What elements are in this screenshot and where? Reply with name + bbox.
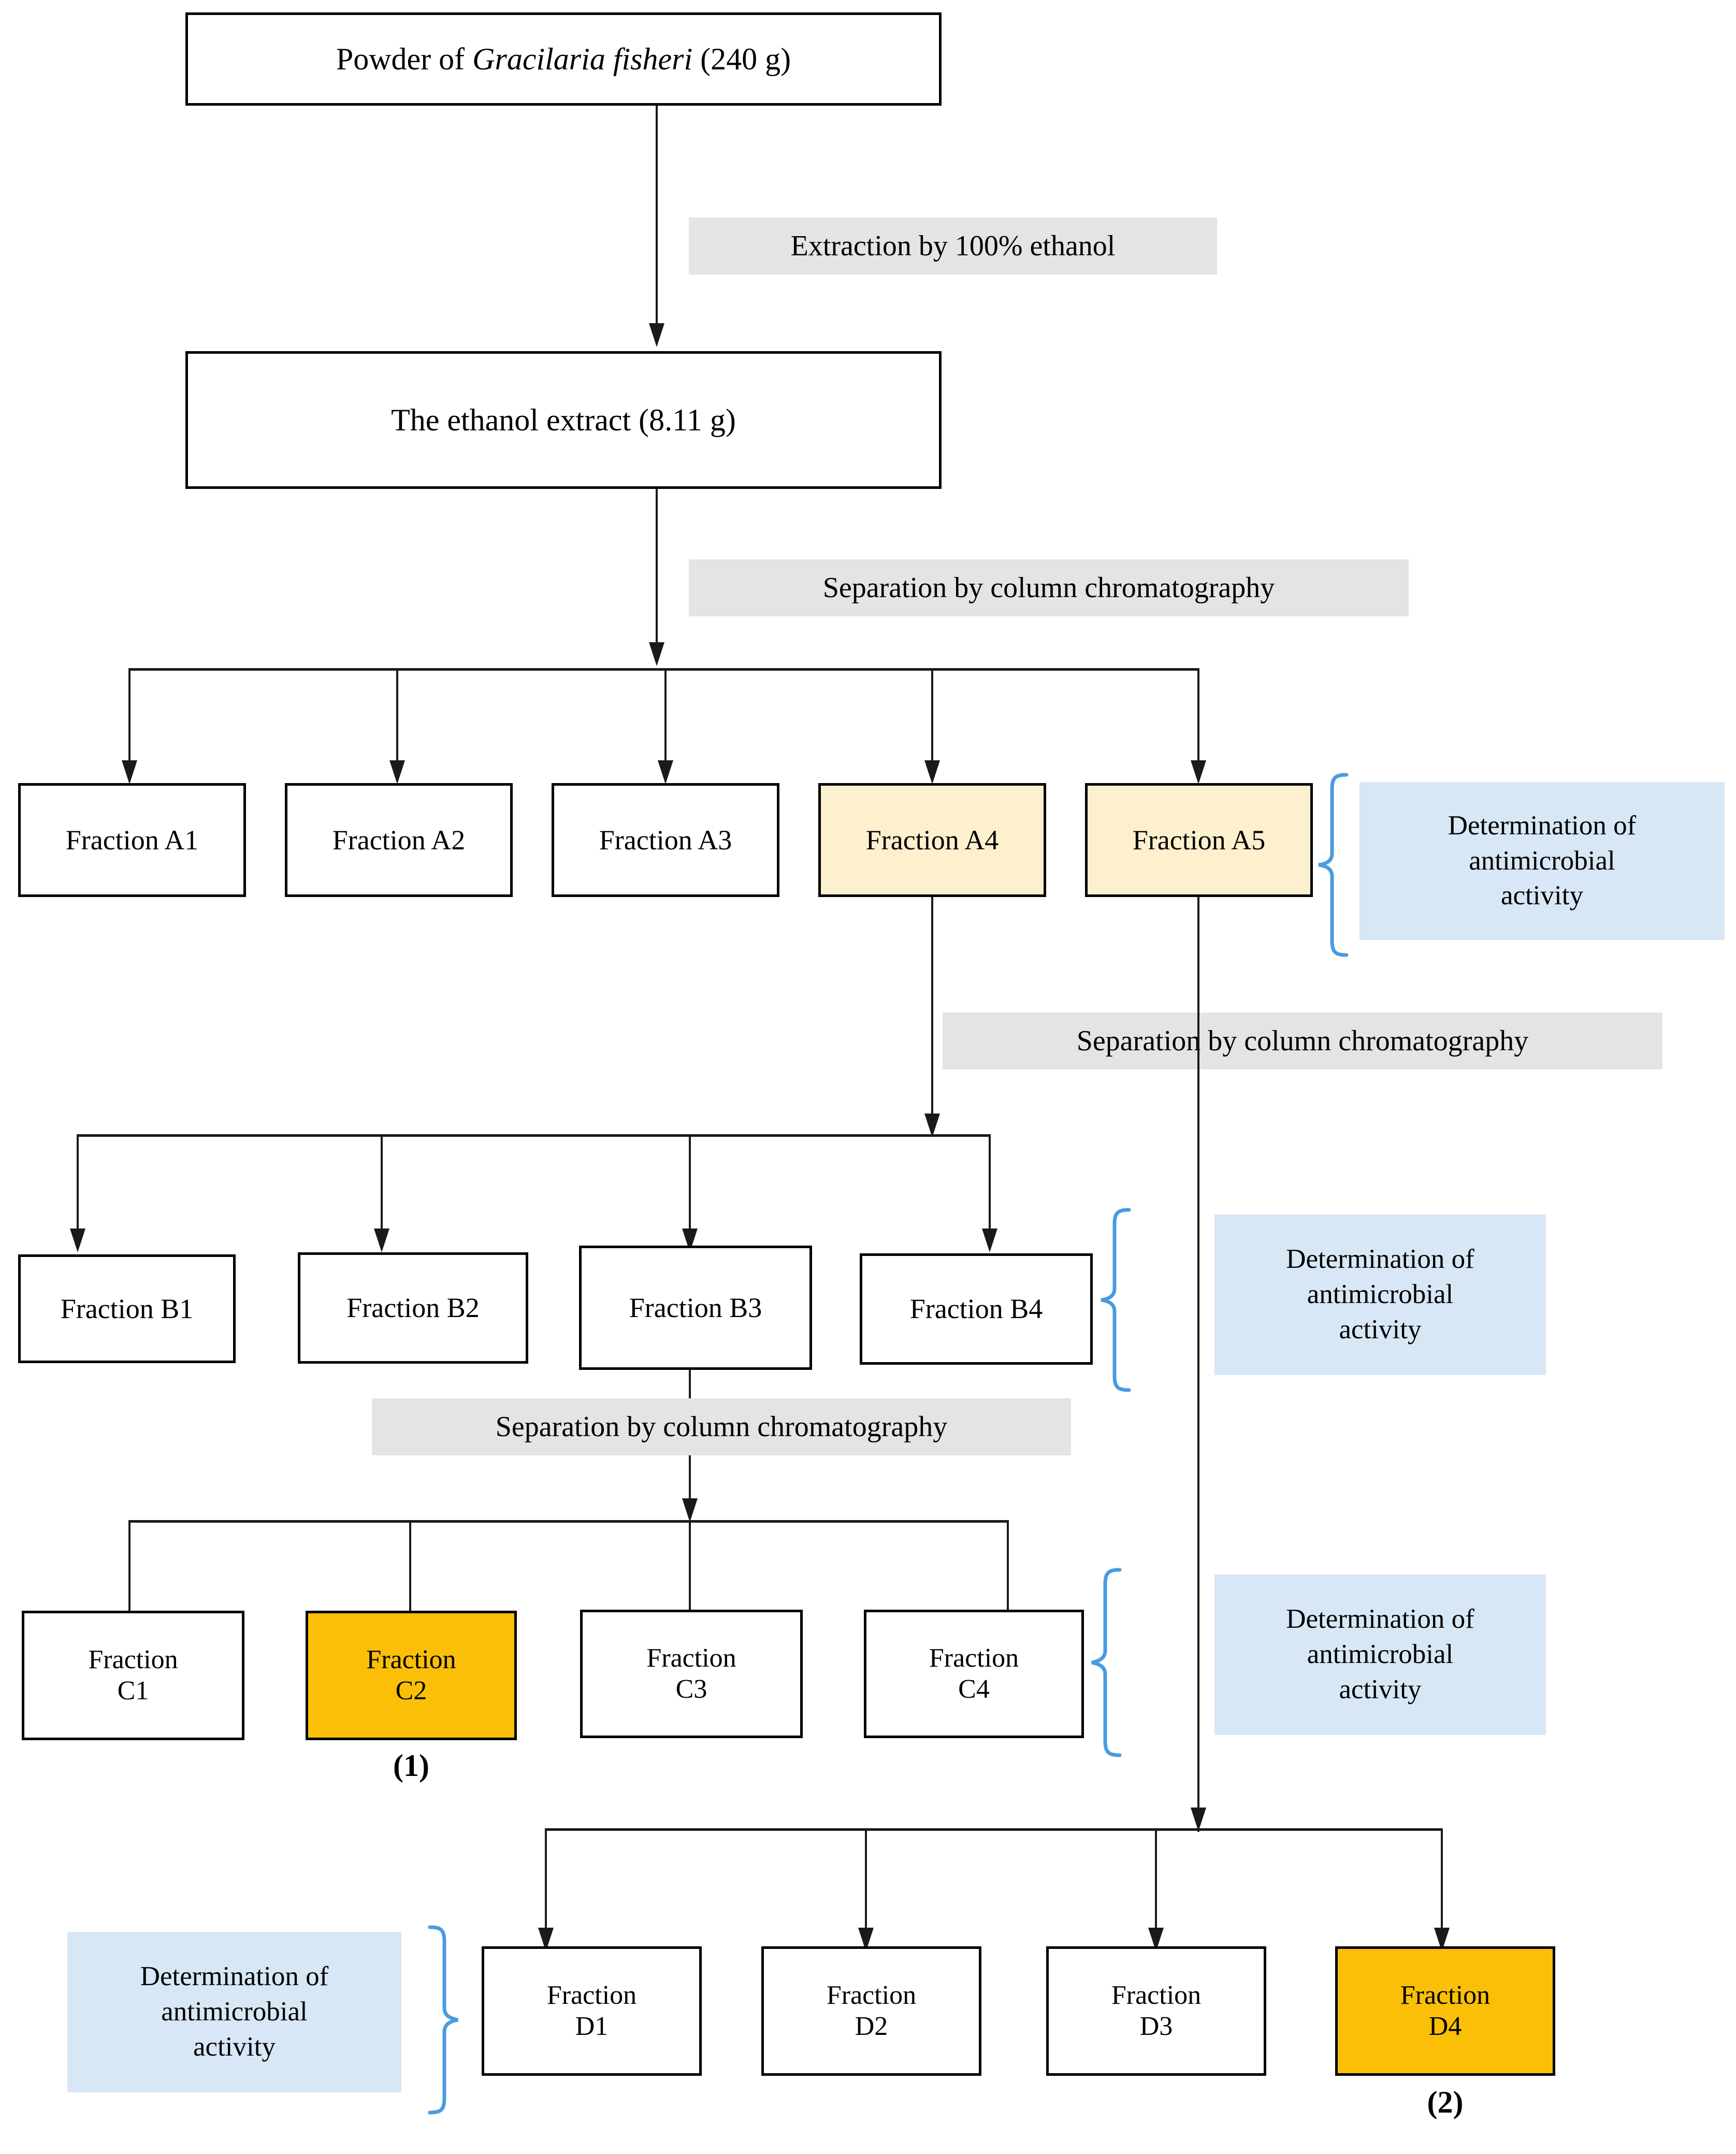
compound-caption-1: (1) <box>393 1748 429 1783</box>
branch-drop-c4 <box>1007 1520 1009 1631</box>
node-fraction-c1: Fraction C1 <box>22 1611 244 1740</box>
compound-caption-2: (2) <box>1427 2085 1464 2119</box>
process-label-separation-b: Separation by column chromatography <box>943 1013 1662 1069</box>
arrowhead-a3 <box>658 760 673 784</box>
branch-bar-d <box>545 1828 1441 1831</box>
node-fraction-b2: Fraction B2 <box>298 1252 528 1364</box>
branch-drop-a4 <box>931 668 933 767</box>
arrowhead-a5 <box>1191 760 1206 784</box>
node-fraction-c3: Fraction C3 <box>580 1610 803 1738</box>
node-fraction-c4: Fraction C4 <box>864 1610 1084 1738</box>
branch-drop-b4 <box>989 1134 991 1235</box>
branch-bar-b <box>77 1134 991 1137</box>
connector-a4-to-b-branch <box>931 897 933 1122</box>
process-label-separation-a: Separation by column chromatography <box>689 559 1409 616</box>
node-fraction-b1: Fraction B1 <box>18 1254 236 1363</box>
node-powder-suffix: (240 g) <box>692 41 791 76</box>
determination-box-d: Determination of antimicrobial activity <box>67 1932 401 2092</box>
node-fraction-b4: Fraction B4 <box>860 1253 1093 1365</box>
arrowhead-a4-to-b-branch <box>924 1114 940 1137</box>
arrowhead-b2 <box>374 1228 389 1252</box>
node-powder-text: Powder of Gracilaria fisheri (240 g) <box>336 41 791 77</box>
arrowhead-a2 <box>389 760 405 784</box>
branch-drop-c3 <box>689 1520 691 1631</box>
arrowhead-b4 <box>982 1228 997 1252</box>
branch-drop-b2 <box>381 1134 383 1235</box>
connector-powder-to-extract <box>656 106 658 328</box>
process-label-extraction: Extraction by 100% ethanol <box>689 218 1217 274</box>
connector-a5-to-d-branch <box>1197 897 1199 1832</box>
brace-a-row <box>1314 772 1351 958</box>
brace-b-row <box>1097 1207 1133 1393</box>
brace-c-row <box>1088 1567 1124 1758</box>
branch-bar-a <box>128 668 1199 671</box>
determination-box-b: Determination of antimicrobial activity <box>1214 1215 1546 1375</box>
connector-extract-to-a-branch <box>656 489 658 649</box>
branch-drop-a1 <box>128 668 131 767</box>
node-fraction-d2: Fraction D2 <box>761 1946 981 2076</box>
branch-drop-d1 <box>545 1828 547 1934</box>
node-fraction-d3: Fraction D3 <box>1046 1946 1266 2076</box>
branch-drop-c1 <box>128 1520 131 1631</box>
branch-drop-a2 <box>396 668 398 767</box>
arrowhead-powder-to-extract <box>649 323 664 347</box>
branch-drop-d2 <box>865 1828 867 1934</box>
branch-drop-d4 <box>1441 1828 1443 1934</box>
node-fraction-a2: Fraction A2 <box>285 783 513 897</box>
node-fraction-a3: Fraction A3 <box>552 783 779 897</box>
determination-box-a: Determination of antimicrobial activity <box>1359 782 1725 940</box>
determination-box-c: Determination of antimicrobial activity <box>1214 1574 1546 1735</box>
node-fraction-a4: Fraction A4 <box>818 783 1046 897</box>
process-label-separation-c: Separation by column chromatography <box>372 1398 1071 1455</box>
arrowhead-b1 <box>70 1228 85 1252</box>
arrowhead-b3-to-c-branch <box>682 1498 698 1522</box>
node-fraction-d1: Fraction D1 <box>482 1946 702 2076</box>
arrowhead-a5-to-d-branch <box>1191 1808 1206 1831</box>
node-powder-prefix: Powder of <box>336 41 473 76</box>
brace-d-row <box>426 1924 462 2116</box>
node-fraction-a1: Fraction A1 <box>18 783 246 897</box>
node-fraction-a5: Fraction A5 <box>1085 783 1313 897</box>
species-name: Gracilaria fisheri <box>472 41 693 76</box>
node-ethanol-extract: The ethanol extract (8.11 g) <box>185 351 942 489</box>
node-fraction-d4: Fraction D4 <box>1335 1946 1555 2076</box>
node-powder-gracilaria: Powder of Gracilaria fisheri (240 g) <box>185 12 942 106</box>
branch-drop-a3 <box>664 668 667 767</box>
branch-drop-c2 <box>409 1520 411 1631</box>
branch-bar-c <box>128 1520 1009 1523</box>
node-fraction-b3: Fraction B3 <box>579 1246 812 1370</box>
arrowhead-a1 <box>122 760 137 784</box>
branch-drop-d3 <box>1155 1828 1157 1934</box>
node-fraction-c2: Fraction C2 <box>306 1611 517 1740</box>
arrowhead-extract-to-a-branch <box>649 642 664 666</box>
branch-drop-b1 <box>77 1134 79 1235</box>
branch-drop-a5 <box>1197 668 1199 767</box>
arrowhead-a4 <box>924 760 940 784</box>
branch-drop-b3 <box>689 1134 691 1235</box>
